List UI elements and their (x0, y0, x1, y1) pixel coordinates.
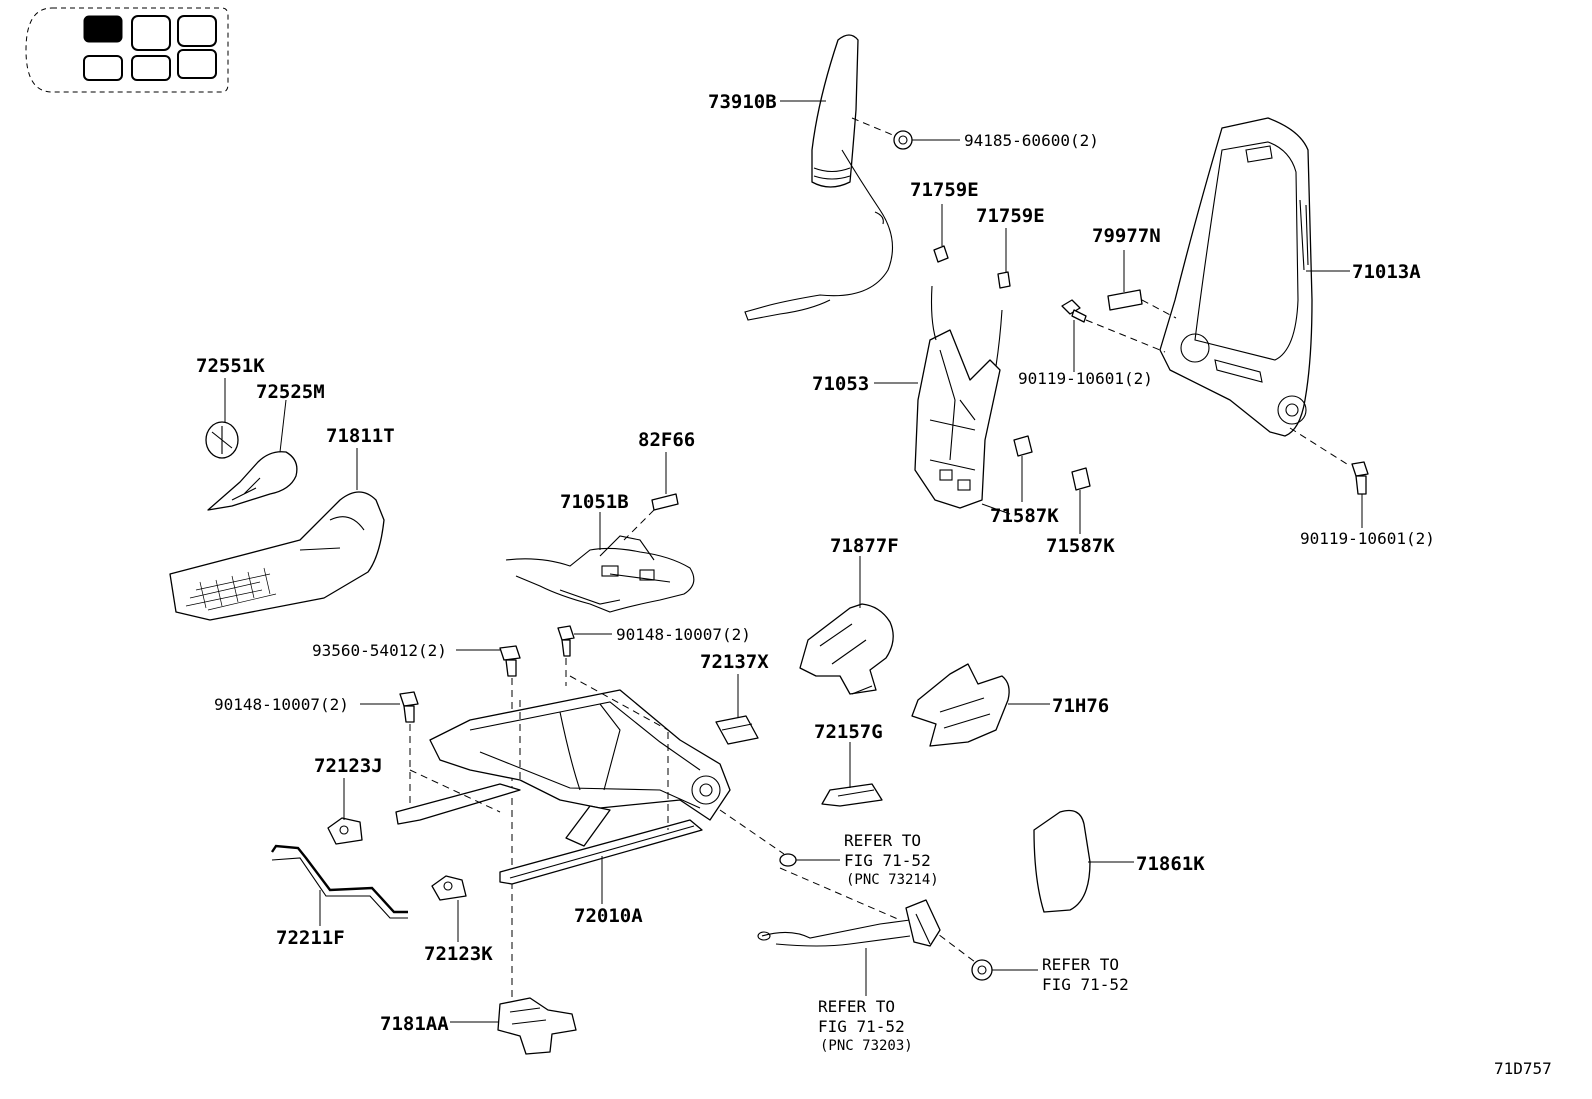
refer-73203-pnc: (PNC 73203) (820, 1038, 913, 1054)
label-90119-a: 90119-10601(2) (1018, 369, 1153, 388)
label-71H76: 71H76 (1052, 695, 1109, 717)
part-washer-73214[interactable] (779, 853, 797, 867)
label-94185: 94185-60600(2) (964, 131, 1099, 150)
seat-rear-left (83, 55, 123, 81)
label-72211F: 72211F (276, 927, 345, 949)
part-90119-bolt-lower[interactable] (1351, 461, 1369, 495)
label-72010A: 72010A (574, 905, 643, 927)
part-72123J[interactable] (327, 817, 363, 845)
seat-rear-center (131, 55, 171, 81)
part-7181AA[interactable] (497, 997, 577, 1055)
refer-nut-line2: FIG 71-52 (1042, 975, 1129, 994)
part-71013A[interactable] (1159, 117, 1313, 437)
refer-73203-line2: FIG 71-52 (818, 1017, 905, 1036)
seat-rear-right (177, 15, 217, 47)
part-93560-bolt[interactable] (499, 645, 521, 677)
part-90119-bolt-upper[interactable] (1061, 299, 1087, 323)
label-90148-b: 90148-10007(2) (214, 695, 349, 714)
part-72211F[interactable] (271, 844, 408, 919)
seat-front-right (131, 15, 171, 51)
label-7181AA: 7181AA (380, 1013, 449, 1035)
label-72551K: 72551K (196, 355, 265, 377)
label-71811T: 71811T (326, 425, 395, 447)
label-90119-b: 90119-10601(2) (1300, 529, 1435, 548)
part-72551K[interactable] (205, 421, 239, 459)
label-79977N: 79977N (1092, 225, 1161, 247)
label-71587K-b: 71587K (1046, 535, 1115, 557)
refer-nut-line1: REFER TO (1042, 955, 1119, 974)
part-71759E-clip-a[interactable] (933, 245, 949, 263)
label-71861K: 71861K (1136, 853, 1205, 875)
part-71759E-clip-b[interactable] (997, 271, 1011, 289)
label-71587K-a: 71587K (990, 505, 1059, 527)
label-71053: 71053 (812, 373, 869, 395)
label-90148-a: 90148-10007(2) (616, 625, 751, 644)
part-71051B[interactable] (505, 535, 695, 613)
part-71587K-clip-a[interactable] (1013, 435, 1033, 457)
label-72525M: 72525M (256, 381, 325, 403)
refer-73214-line2: FIG 71-52 (844, 851, 931, 870)
part-71H76[interactable] (911, 663, 1010, 747)
part-72137X[interactable] (715, 715, 759, 745)
part-72157G[interactable] (821, 783, 883, 807)
part-71877F[interactable] (799, 603, 894, 695)
figure-code: 71D757 (1494, 1059, 1552, 1078)
label-72137X: 72137X (700, 651, 769, 673)
part-71811T[interactable] (169, 491, 385, 621)
part-seatbelt-buckle-73203[interactable] (757, 899, 941, 947)
label-73910B: 73910B (708, 91, 777, 113)
part-73910B[interactable] (744, 34, 893, 321)
label-71759E-b: 71759E (976, 205, 1045, 227)
label-72157G: 72157G (814, 721, 883, 743)
label-72123K: 72123K (424, 943, 493, 965)
label-72123J: 72123J (314, 755, 383, 777)
part-nut-71-52[interactable] (971, 959, 993, 981)
refer-73203-line1: REFER TO (818, 997, 895, 1016)
part-82F66[interactable] (651, 493, 679, 511)
part-71587K-clip-b[interactable] (1071, 467, 1091, 491)
label-71013A: 71013A (1352, 261, 1421, 283)
part-90148-bolt-a[interactable] (557, 625, 575, 657)
part-71053[interactable] (914, 285, 1003, 509)
seat-rear-far (177, 49, 217, 79)
part-79977N[interactable] (1107, 289, 1143, 311)
label-71877F: 71877F (830, 535, 899, 557)
refer-73214-line1: REFER TO (844, 831, 921, 850)
part-72123K[interactable] (431, 875, 467, 901)
label-82F66: 82F66 (638, 429, 695, 451)
refer-73214-pnc: (PNC 73214) (846, 872, 939, 888)
label-71051B: 71051B (560, 491, 629, 513)
part-72525M[interactable] (207, 451, 298, 511)
label-93560: 93560-54012(2) (312, 641, 447, 660)
seat-locator (25, 7, 229, 93)
part-90148-bolt-b[interactable] (399, 691, 419, 723)
seat-front-left (83, 15, 123, 43)
label-71759E-a: 71759E (910, 179, 979, 201)
part-94185-nut[interactable] (893, 130, 913, 150)
part-71861K[interactable] (1033, 809, 1091, 913)
